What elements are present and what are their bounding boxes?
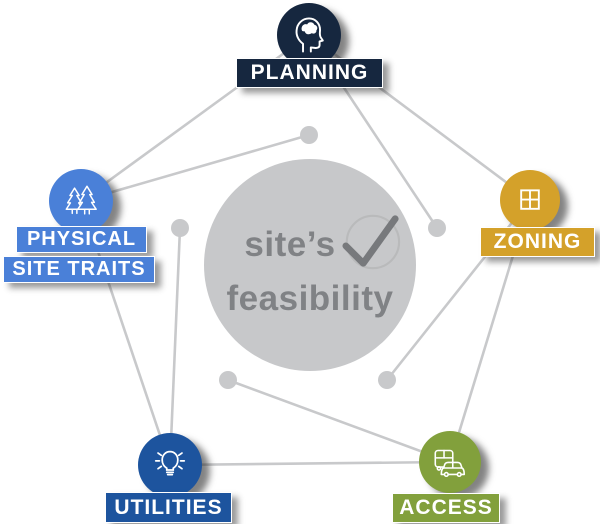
planning-node-circle [277, 3, 341, 67]
hub-dot-top [300, 126, 318, 144]
pine-trees-icon [65, 185, 97, 215]
zoning-node-circle [500, 170, 560, 230]
planning-label: PLANNING [236, 58, 383, 88]
physical-label-line1: PHYSICAL [16, 226, 147, 253]
center-line1-row: site’s [244, 214, 401, 275]
hub-dot-upper-left [171, 219, 189, 237]
hub-dot-lower-right [378, 371, 396, 389]
window-grid-icon [520, 189, 540, 210]
bus-car-icon [434, 449, 466, 478]
physical-site-traits-node-circle [49, 169, 113, 233]
checkmark-icon [342, 214, 400, 269]
center-text-line2: feasibility [226, 278, 394, 318]
zoning-label: ZONING [480, 227, 595, 257]
utilities-label: UTILITIES [105, 492, 232, 523]
head-brain-icon [295, 17, 324, 53]
spoke-access [227, 378, 451, 464]
physical-label-line2: SITE TRAITS [3, 256, 155, 283]
lightbulb-icon [154, 450, 186, 476]
spoke-utilities [168, 227, 182, 466]
utilities-node-circle [138, 433, 202, 497]
hub-dot-lower-left [219, 371, 237, 389]
access-label: ACCESS [392, 493, 500, 523]
edge-access-utilities [169, 460, 451, 467]
access-node-circle [419, 431, 481, 493]
center-feasibility-circle: site’s feasibility [204, 159, 416, 371]
spoke-physical [80, 133, 310, 203]
center-text-line1: site’s [244, 225, 336, 264]
hub-dot-upper-right [428, 219, 446, 237]
